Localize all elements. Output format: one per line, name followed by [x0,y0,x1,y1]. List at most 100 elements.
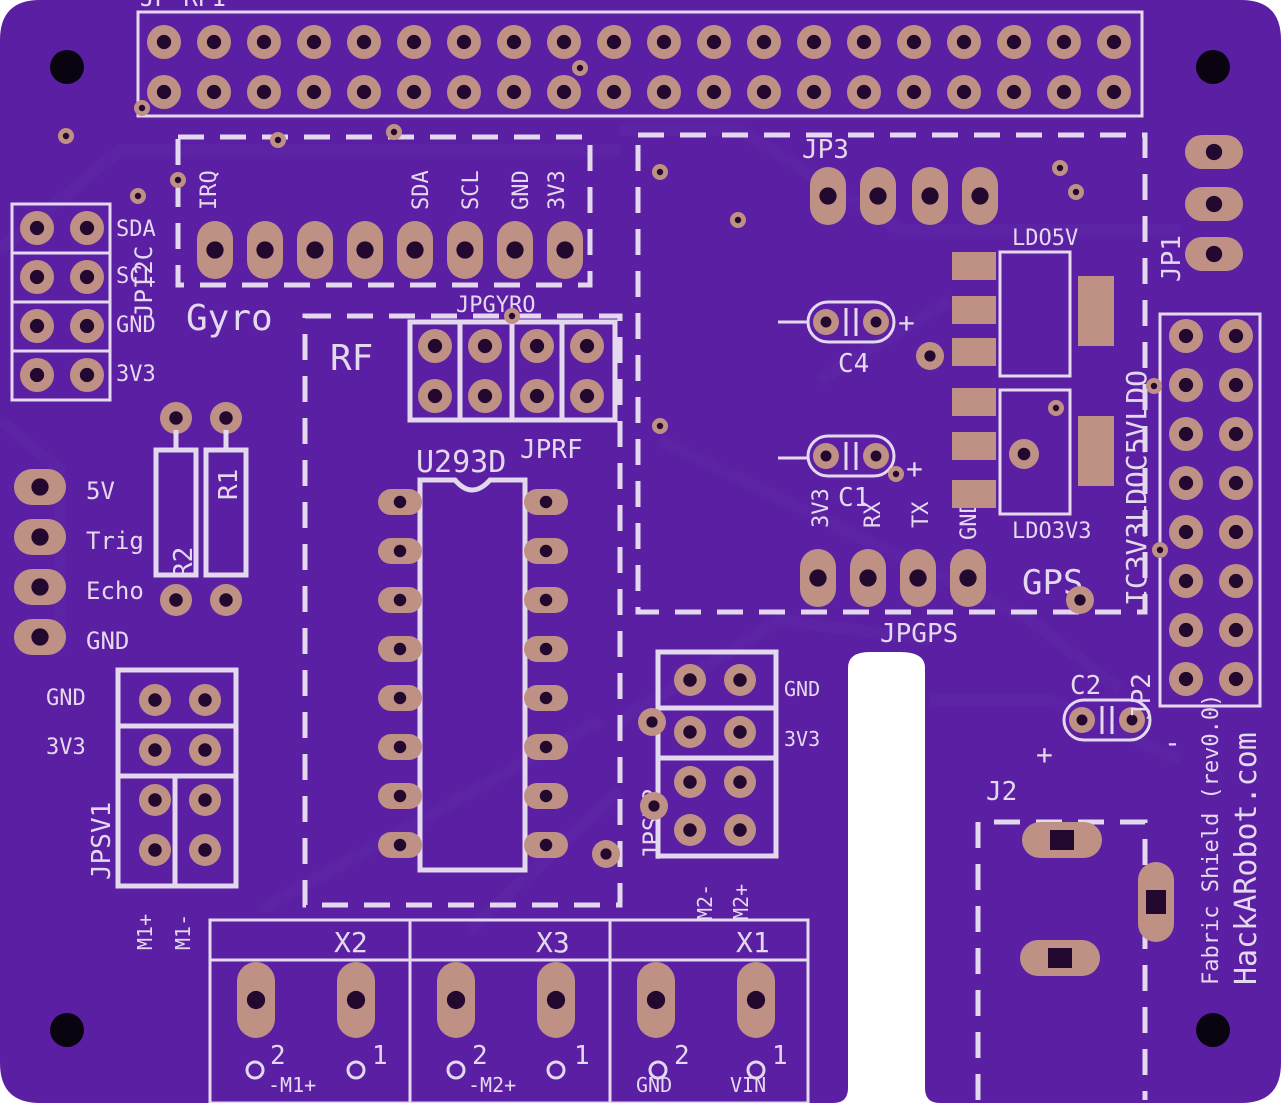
jp2-pin [1169,515,1203,549]
ultrasonic-pin [14,619,66,655]
jp3-header: JP3 [802,135,998,225]
jp2-pin [1219,368,1253,402]
i2c-pin [20,309,54,343]
jp2-header: JP2 [1127,312,1262,720]
x1-pin2: 2 [674,1041,690,1071]
psu2-pin [724,814,756,846]
rf-pin [570,329,604,363]
capacitor-pin [813,443,839,469]
psu2-pin [674,814,706,846]
rpi-pin [247,25,281,59]
gyro-pin-3v3: 3V3 [545,170,570,210]
regulator-pad [952,296,996,324]
mount-hole-tl [50,50,84,84]
jp2-label: JP2 [1127,673,1157,720]
rpi-pin [1097,75,1131,109]
psu1-pin [139,834,171,866]
psu2-pin [674,766,706,798]
i2c-pin [20,211,54,245]
capacitor-pin [863,443,889,469]
driver-pin [524,734,568,760]
regulator-pad [952,432,996,460]
x3-pin2: 2 [472,1041,488,1071]
regulator-tab [1078,276,1114,346]
ultrasonic-pin [14,519,66,555]
rpi-header: JP_RPI [136,0,1144,118]
m1-minus-label: M1- [171,914,195,950]
us-pin-echo: Echo [86,577,144,605]
jp2-pin [1169,466,1203,500]
c2-plus: + [1036,738,1053,771]
jp1-header: JP1 [1157,135,1243,282]
m2-minus-label: M2- [693,884,717,920]
gyro-label: Gyro [186,298,273,339]
x2-label: X2 [334,926,368,959]
driver-pin [524,538,568,564]
gps-pin [850,549,886,607]
resistors: R1 R2 [153,402,249,616]
psu2-pin [674,716,706,748]
jp2-pin [1169,368,1203,402]
gps-pin-3v3: 3V3 [809,488,834,528]
rpi-pin [997,75,1031,109]
rpi-pin [297,75,331,109]
psu2-gnd-label: GND [784,677,820,701]
ultrasonic-header: 5V Trig Echo GND [14,469,144,655]
x3-net: -M2+ [468,1073,516,1097]
i2c-header: SDA SCL GND 3V3 JPI2C [10,202,158,402]
rpi-pin [497,75,531,109]
capacitor-pin [813,309,839,335]
r1-label: R1 [214,469,244,500]
rpi-pin [747,25,781,59]
jp2-pin [1169,613,1203,647]
rf-pin [520,329,554,363]
jp1-label: JP1 [1157,235,1187,282]
driver-pin [378,538,422,564]
rpi-pin [897,25,931,59]
driver-pin [378,636,422,662]
r2-label: R2 [169,547,199,578]
resistor-pin [210,584,242,616]
rpi-pin [1097,25,1131,59]
jpsv1-label: JPSV1 [87,802,117,880]
jp2-pin [1219,613,1253,647]
gps-pin [800,549,836,607]
resistor-pin [160,584,192,616]
regulator-pad [952,480,996,508]
rpi-pin [147,25,181,59]
c1-plus: + [906,452,923,485]
driver-pin [524,587,568,613]
x2-pin1: 1 [372,1041,388,1071]
x2-pin2: 2 [270,1041,286,1071]
x1-label: X1 [736,926,770,959]
rf-pin [468,329,502,363]
terminal-pad [637,962,675,1038]
gyro-pin [297,221,333,279]
rpi-pin [347,75,381,109]
m2-plus-label: M2+ [729,884,753,920]
i2c-pin [70,358,104,392]
rpi-pin [597,25,631,59]
jp2-pin [1169,662,1203,696]
driver-pin [524,832,568,858]
jp1-pin [1185,135,1243,169]
driver-pin [378,685,422,711]
psu1-pin [189,784,221,816]
driver-pin [524,636,568,662]
resistor-pin [160,402,192,434]
c4-label: C4 [838,349,869,379]
driver-pin [524,685,568,711]
board-info: Fabric Shield (rev0.0) HackARobot.com [1199,694,1264,985]
i2c-pin-sda: SDA [116,217,156,242]
rpi-pin [297,25,331,59]
rpi-pin [447,25,481,59]
gyro-pin [547,221,583,279]
vias [58,60,1168,868]
rpi-pin [447,75,481,109]
rpi-pin [997,25,1031,59]
gyro-module: Gyro JPGYRO IRQ SDA SCL GND 3V3 [175,134,593,339]
rpi-pin [197,25,231,59]
jp2-pin [1219,466,1253,500]
terminal-pad [537,962,575,1038]
psu2-pin [724,664,756,696]
